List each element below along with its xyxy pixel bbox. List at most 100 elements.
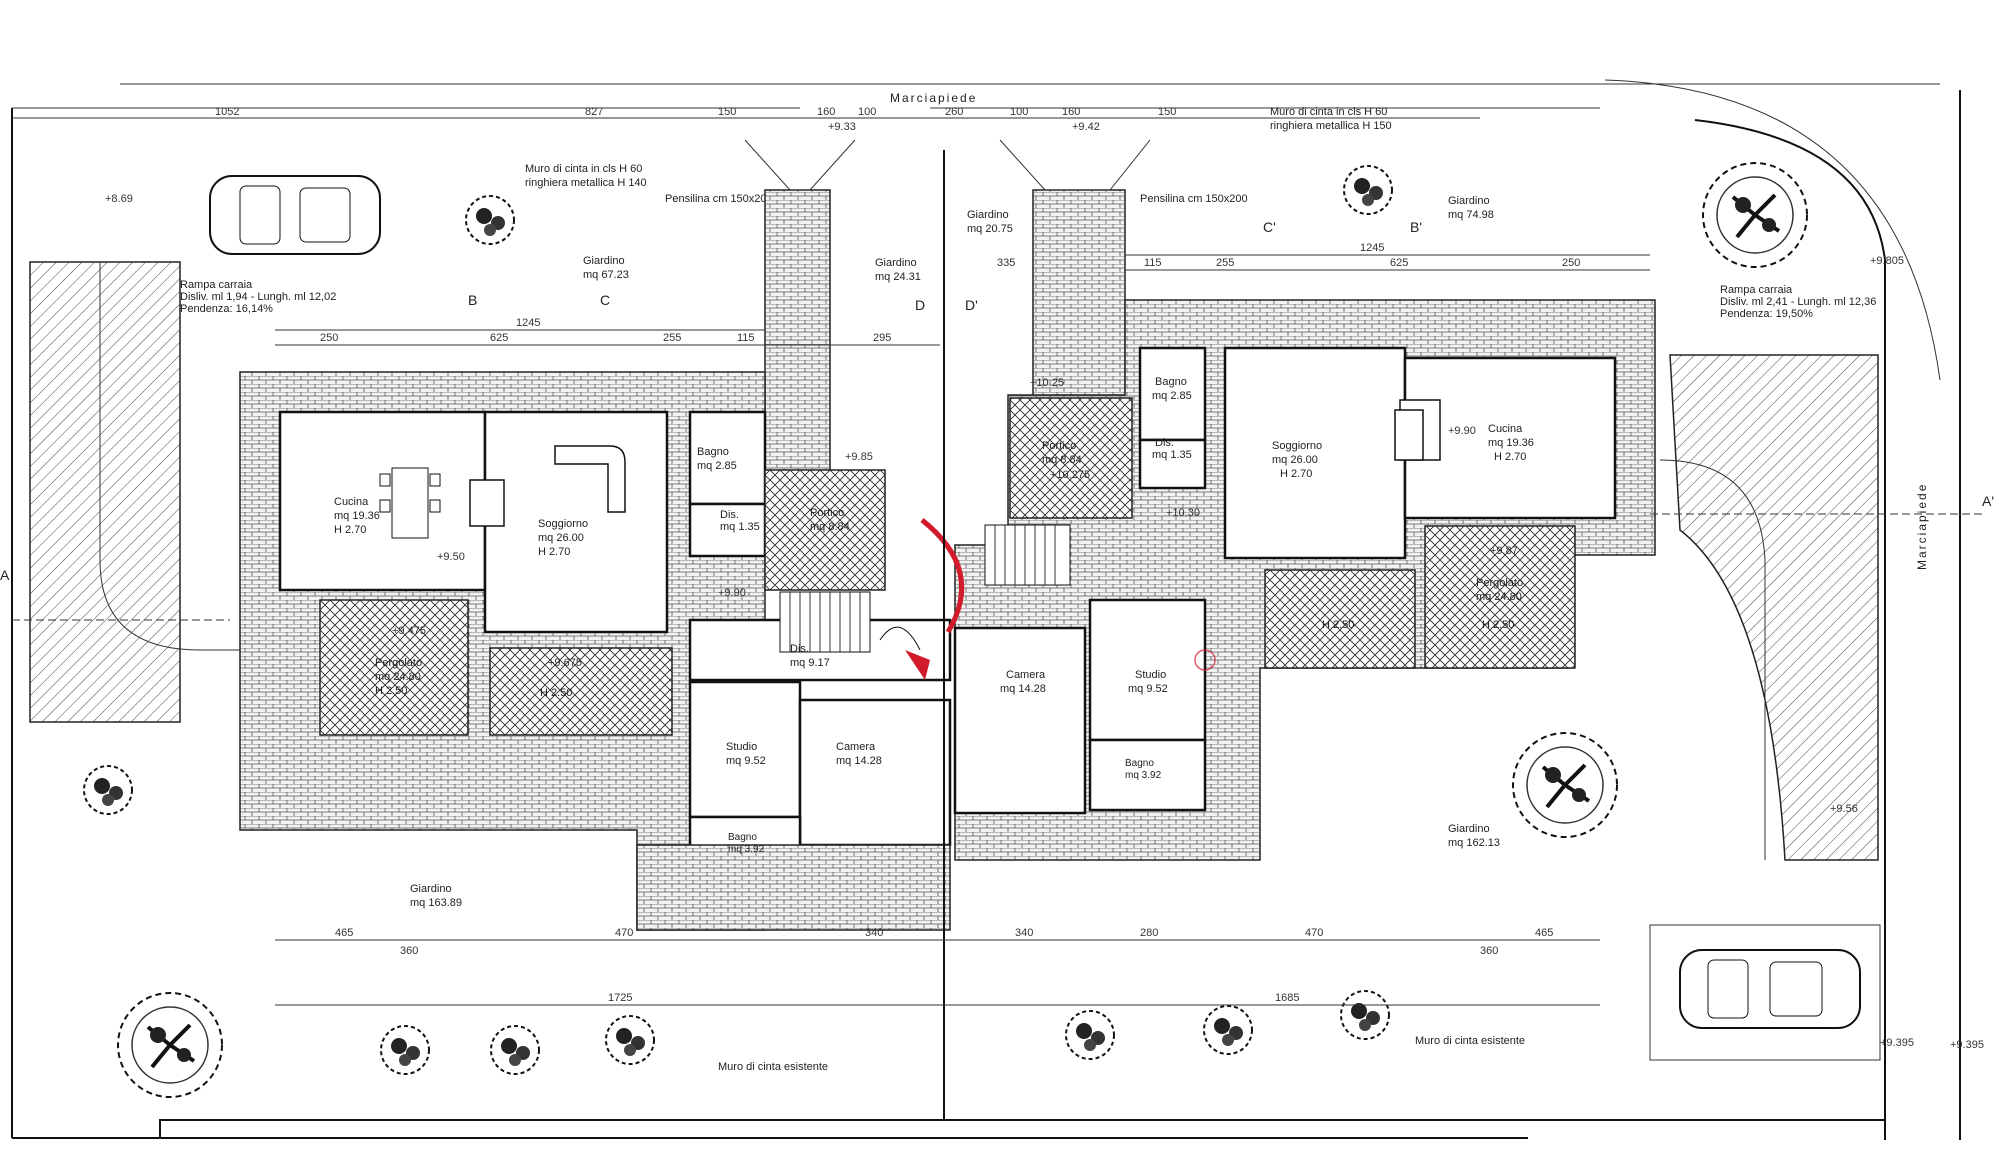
room-label: Cucina bbox=[1488, 423, 1523, 435]
car-left bbox=[209, 175, 381, 255]
right-camera bbox=[953, 626, 1087, 815]
room-area: mq 9.52 bbox=[726, 755, 766, 767]
top-dimensions: 1052 827 150 160 100 260 100 160 150 bbox=[12, 106, 1480, 119]
room-label: Studio bbox=[726, 741, 757, 753]
room-label: Dis. bbox=[1155, 437, 1174, 449]
room-label: Soggiorno bbox=[538, 518, 588, 530]
dim-left-4: 115 bbox=[737, 332, 755, 344]
room-area: mq 24.80 bbox=[1476, 591, 1522, 603]
left-portico bbox=[764, 469, 886, 591]
room-label: Cucina bbox=[334, 496, 369, 508]
room-height: H 2.50 bbox=[540, 687, 572, 699]
level-mark: +10.25 bbox=[1030, 377, 1064, 389]
level-mark: +9.90 bbox=[718, 587, 746, 599]
room-area: mq 19.36 bbox=[1488, 437, 1534, 449]
room-height: H 2.70 bbox=[1494, 451, 1526, 463]
dining-table-left bbox=[379, 467, 441, 539]
tree-icon bbox=[83, 765, 133, 815]
room-label: Portico bbox=[1042, 440, 1076, 452]
dim-right-2: 115 bbox=[1144, 257, 1162, 269]
dim-right-4: 625 bbox=[1390, 257, 1408, 269]
garden-3-name: Giardino bbox=[967, 209, 1009, 221]
entry-path-left bbox=[764, 189, 831, 481]
right-living bbox=[1223, 346, 1407, 560]
stair-left bbox=[779, 591, 921, 653]
right-room-labels: Soggiorno mq 26.00 H 2.70 Cucina mq 19.3… bbox=[1000, 376, 1534, 781]
dim-right-1: 335 bbox=[997, 257, 1015, 269]
room-label: Pergolato bbox=[375, 657, 422, 669]
right-bath-2 bbox=[1088, 738, 1207, 812]
garden-1-name: Giardino bbox=[583, 255, 625, 267]
level-mark: +9.33 bbox=[828, 121, 856, 133]
room-area: mq 9.52 bbox=[1128, 683, 1168, 695]
room-area: mq 2.85 bbox=[697, 460, 737, 472]
boundary-note-left-2: ringhiera metallica H 140 bbox=[525, 177, 647, 189]
level-mark: +9.675 bbox=[548, 657, 582, 669]
room-label: Soggiorno bbox=[1272, 440, 1322, 452]
ramp-right-line2: Pendenza: 19,50% bbox=[1720, 308, 1813, 320]
room-area: mq 3.92 bbox=[728, 844, 765, 855]
street-label-top: Marciapiede bbox=[890, 91, 977, 105]
dim-bottom-right: 360 bbox=[1480, 945, 1498, 957]
room-area: mq 3.92 bbox=[1125, 770, 1162, 781]
room-height: H 2.70 bbox=[334, 524, 366, 536]
tree-icon bbox=[605, 1015, 655, 1065]
fireplace-right bbox=[1394, 409, 1424, 461]
room-area: mq 1.35 bbox=[1152, 449, 1192, 461]
level-mark: +10.275 bbox=[1050, 469, 1090, 481]
north-arrow-head bbox=[905, 650, 930, 680]
room-area: mq 26.00 bbox=[1272, 454, 1318, 466]
room-label: Camera bbox=[1006, 669, 1046, 681]
dim-bottom-left: 465 bbox=[335, 927, 353, 939]
right-pergola-2 bbox=[1424, 525, 1576, 669]
dim-right-5: 250 bbox=[1562, 257, 1580, 269]
boundary-note-right-2: ringhiera metallica H 150 bbox=[1270, 120, 1392, 132]
left-bottom-wing bbox=[636, 844, 951, 931]
ramp-right-line1: Disliv. ml 2,41 - Lungh. ml 12,36 bbox=[1720, 296, 1876, 308]
dim-left-2: 625 bbox=[490, 332, 508, 344]
ramp-right-title: Rampa carraia bbox=[1720, 284, 1793, 296]
right-pergola-1 bbox=[1264, 569, 1416, 669]
dim-left-1: 250 bbox=[320, 332, 338, 344]
room-height: H 2.70 bbox=[1280, 468, 1312, 480]
level-mark: +9.56 bbox=[1830, 803, 1858, 815]
street-edge-top bbox=[12, 83, 1940, 109]
level-mark: +9.87 bbox=[1490, 545, 1518, 557]
dim-top-1: 1052 bbox=[215, 106, 239, 118]
section-mark-a-prime: A' bbox=[1982, 493, 1994, 509]
level-mark: +9.395 bbox=[1950, 1039, 1984, 1051]
room-area: mq 19.36 bbox=[334, 510, 380, 522]
garden-3-area: mq 20.75 bbox=[967, 223, 1013, 235]
room-area: mq 26.00 bbox=[538, 532, 584, 544]
ramp-right-curve bbox=[1659, 459, 1766, 860]
dim-top-5: 100 bbox=[858, 106, 876, 118]
stair-right bbox=[984, 524, 1071, 586]
section-mark-c-prime: C' bbox=[1263, 219, 1276, 235]
room-area: mq 24.80 bbox=[375, 671, 421, 683]
room-label: Camera bbox=[836, 741, 876, 753]
room-label: Dis. bbox=[790, 643, 809, 655]
tree-icon bbox=[490, 1025, 540, 1075]
room-label: Bagno bbox=[697, 446, 729, 458]
room-area: mq 14.28 bbox=[1000, 683, 1046, 695]
parking-right-frame bbox=[1649, 924, 1881, 1061]
lot-boundary bbox=[11, 90, 1961, 1140]
right-hall bbox=[1138, 438, 1207, 490]
tree-icon bbox=[1203, 1005, 1253, 1055]
dim-bottom-right: 340 bbox=[1015, 927, 1033, 939]
dim-bottom-left: 340 bbox=[865, 927, 883, 939]
street-label-right: Marciapiede bbox=[1915, 483, 1929, 570]
dim-total-right: 1245 bbox=[1360, 242, 1384, 254]
left-pergola-1 bbox=[319, 599, 469, 736]
tree-icon bbox=[1701, 161, 1809, 269]
canopy-right-shape bbox=[999, 139, 1151, 191]
tree-icon bbox=[1065, 1010, 1115, 1060]
dim-right-3: 255 bbox=[1216, 257, 1234, 269]
existing-wall-right: Muro di cinta esistente bbox=[1415, 1035, 1525, 1047]
left-room-labels: Cucina mq 19.36 H 2.70 Soggiorno mq 26.0… bbox=[334, 446, 882, 855]
garden-4-area: mq 74.98 bbox=[1448, 209, 1494, 221]
room-height: H 2.50 bbox=[1482, 619, 1514, 631]
level-mark: +9.85 bbox=[845, 451, 873, 463]
room-area: mq 9.17 bbox=[790, 657, 830, 669]
garden-labels: Giardino mq 67.23 Giardino mq 24.31 Giar… bbox=[410, 195, 1500, 909]
